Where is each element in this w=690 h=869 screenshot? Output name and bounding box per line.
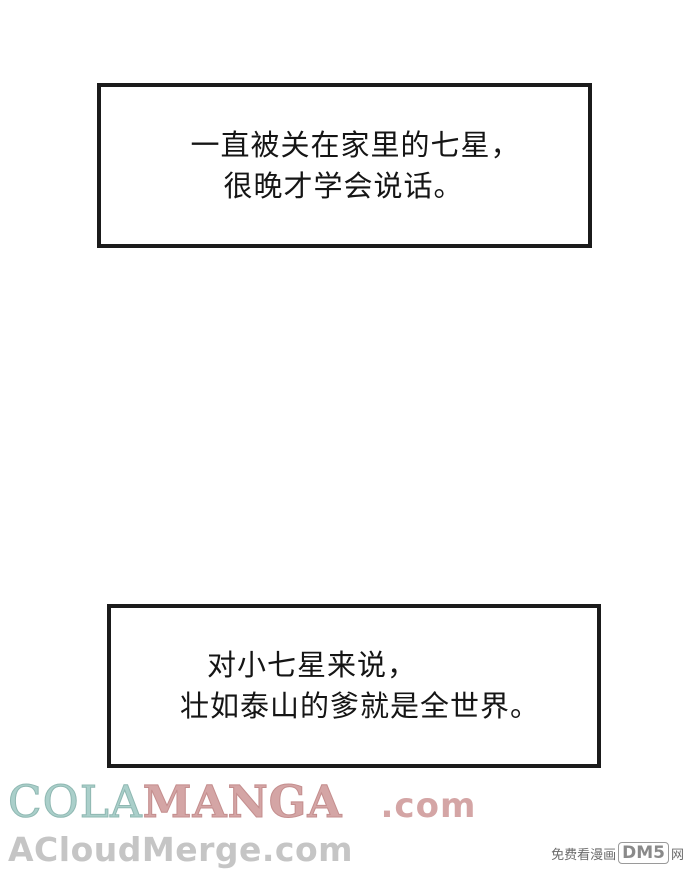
dm5-logo-icon: DM5 [618,842,669,864]
watermark-logo: COLA MANGA .com [8,777,476,829]
caption-box-bottom: 对小七星来说， 壮如泰山的爹就是全世界。 [107,604,601,768]
caption-line: 壮如泰山的爹就是全世界。 [179,689,540,723]
watermark: COLA MANGA .com ACloudMerge.com [8,777,476,869]
caption-line: 对小七星来说， [206,648,417,682]
caption-line: 一直被关在家里的七星， [190,127,521,162]
site-badge: 免费看漫画 DM5 网 [551,842,684,864]
site-badge-prefix: 免费看漫画 [551,847,617,863]
site-badge-suffix: 网 [670,847,684,863]
caption-line: 很晚才学会说话。 [223,168,464,203]
watermark-cola: COLA [8,777,143,828]
watermark-manga: MANGA [142,777,343,828]
caption-box-top: 一直被关在家里的七星， 很晚才学会说话。 [97,83,592,248]
watermark-domain: .com [380,786,477,826]
watermark-url: ACloudMerge.com [8,830,354,869]
